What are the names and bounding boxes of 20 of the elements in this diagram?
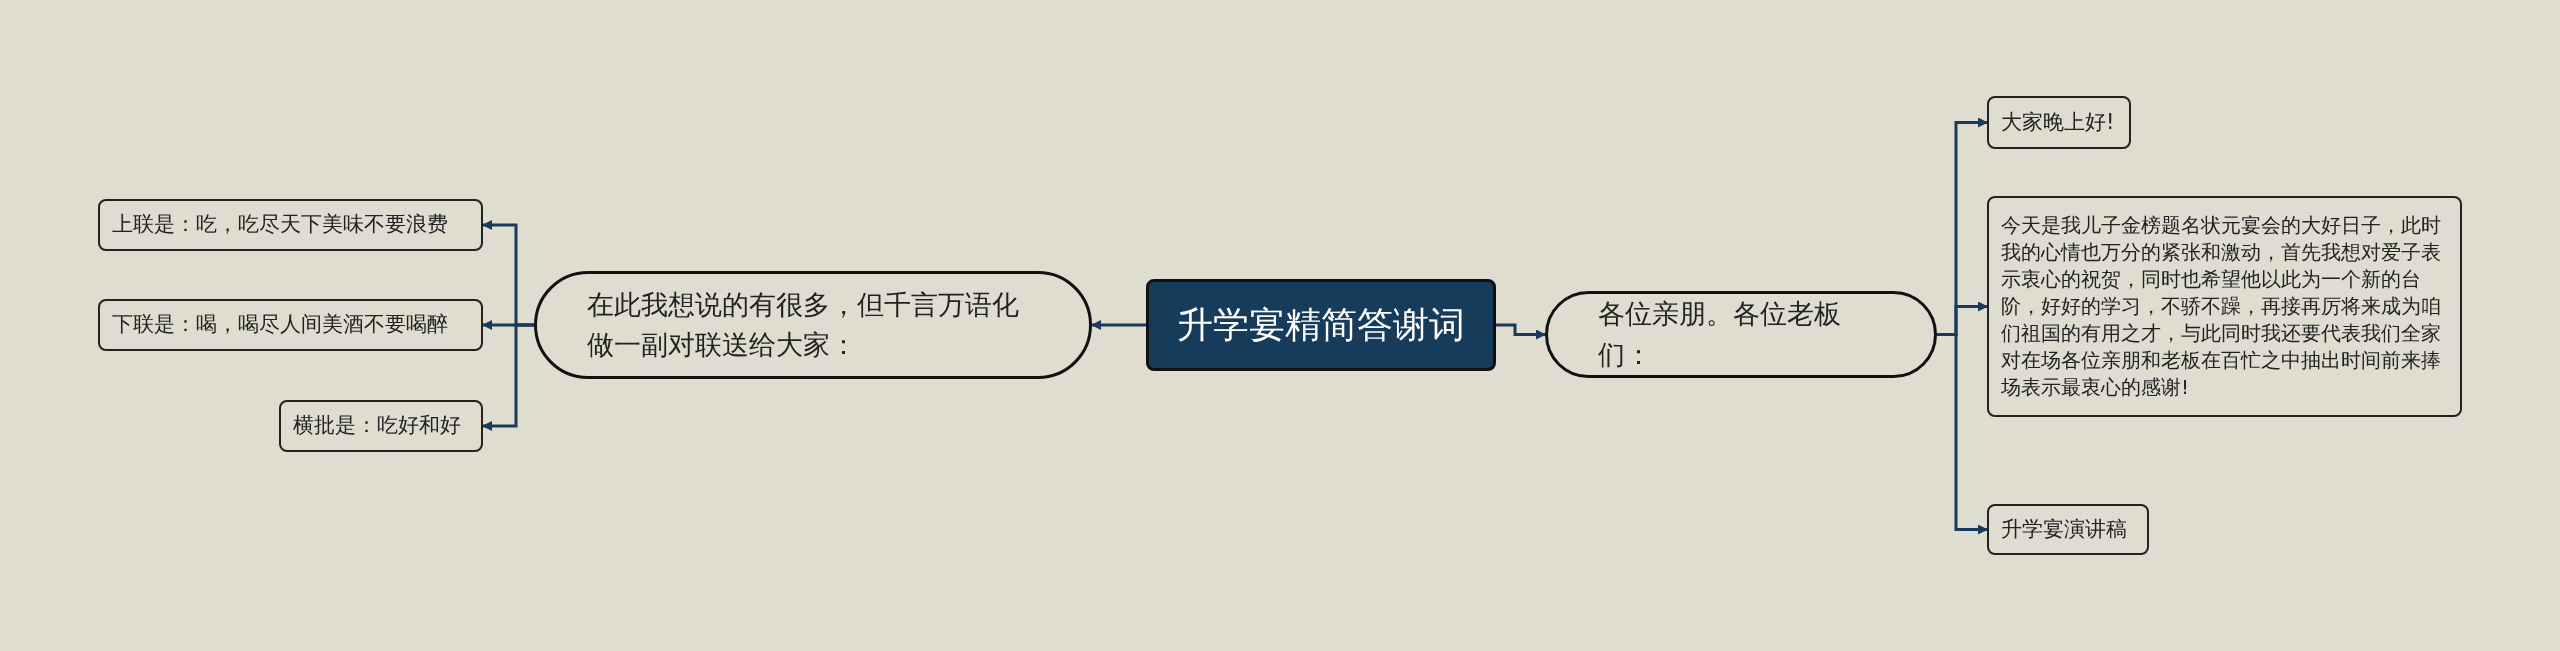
- leaf-box: [98, 299, 483, 351]
- node-text: 各位亲朋。各位老板们：: [1598, 297, 1842, 372]
- node-text: 升学宴精简答谢词: [1176, 303, 1466, 347]
- leaf-box: [1987, 504, 2149, 555]
- node-text: 升学宴演讲稿: [2001, 515, 2128, 543]
- connector-arrow: [1091, 320, 1146, 330]
- node-text: 横批是：吃好和好: [293, 412, 462, 440]
- leaf-box: [1987, 196, 2462, 417]
- connector-arrow: [482, 323, 534, 431]
- leaf-box: [98, 199, 483, 251]
- node-text: 大家晚上好!: [2001, 108, 2116, 136]
- connector-arrow: [1496, 323, 1546, 340]
- node-text: 今天是我儿子金榜题名状元宴会的大好日子，此时我的心情也万分的紧张和激动，首先我想对爱子表示衷心的祝贺，同时也希望他以此为一个新的台阶，好好的学习，不骄不躁，再接再厉将来成为咱们祖国的有用之才，与此同时我还要代表我们全家对在场各位亲朋和老板在百忙之中抽出时间前来捧场表示最衷心的感谢!: [2001, 212, 2442, 401]
- node-text: 上联是：吃，吃尽天下美味不要浪费: [112, 211, 449, 239]
- node-text: 下联是：喝，喝尽人间美酒不要喝醉: [112, 311, 449, 339]
- node-text: 在此我想说的有很多，但千言万语化做一副对联送给大家：: [587, 287, 1020, 362]
- leaf-box: [1987, 96, 2131, 149]
- topic-box: [1146, 279, 1496, 371]
- connector-arrow: [1937, 333, 1988, 535]
- leaf-box: [279, 400, 483, 452]
